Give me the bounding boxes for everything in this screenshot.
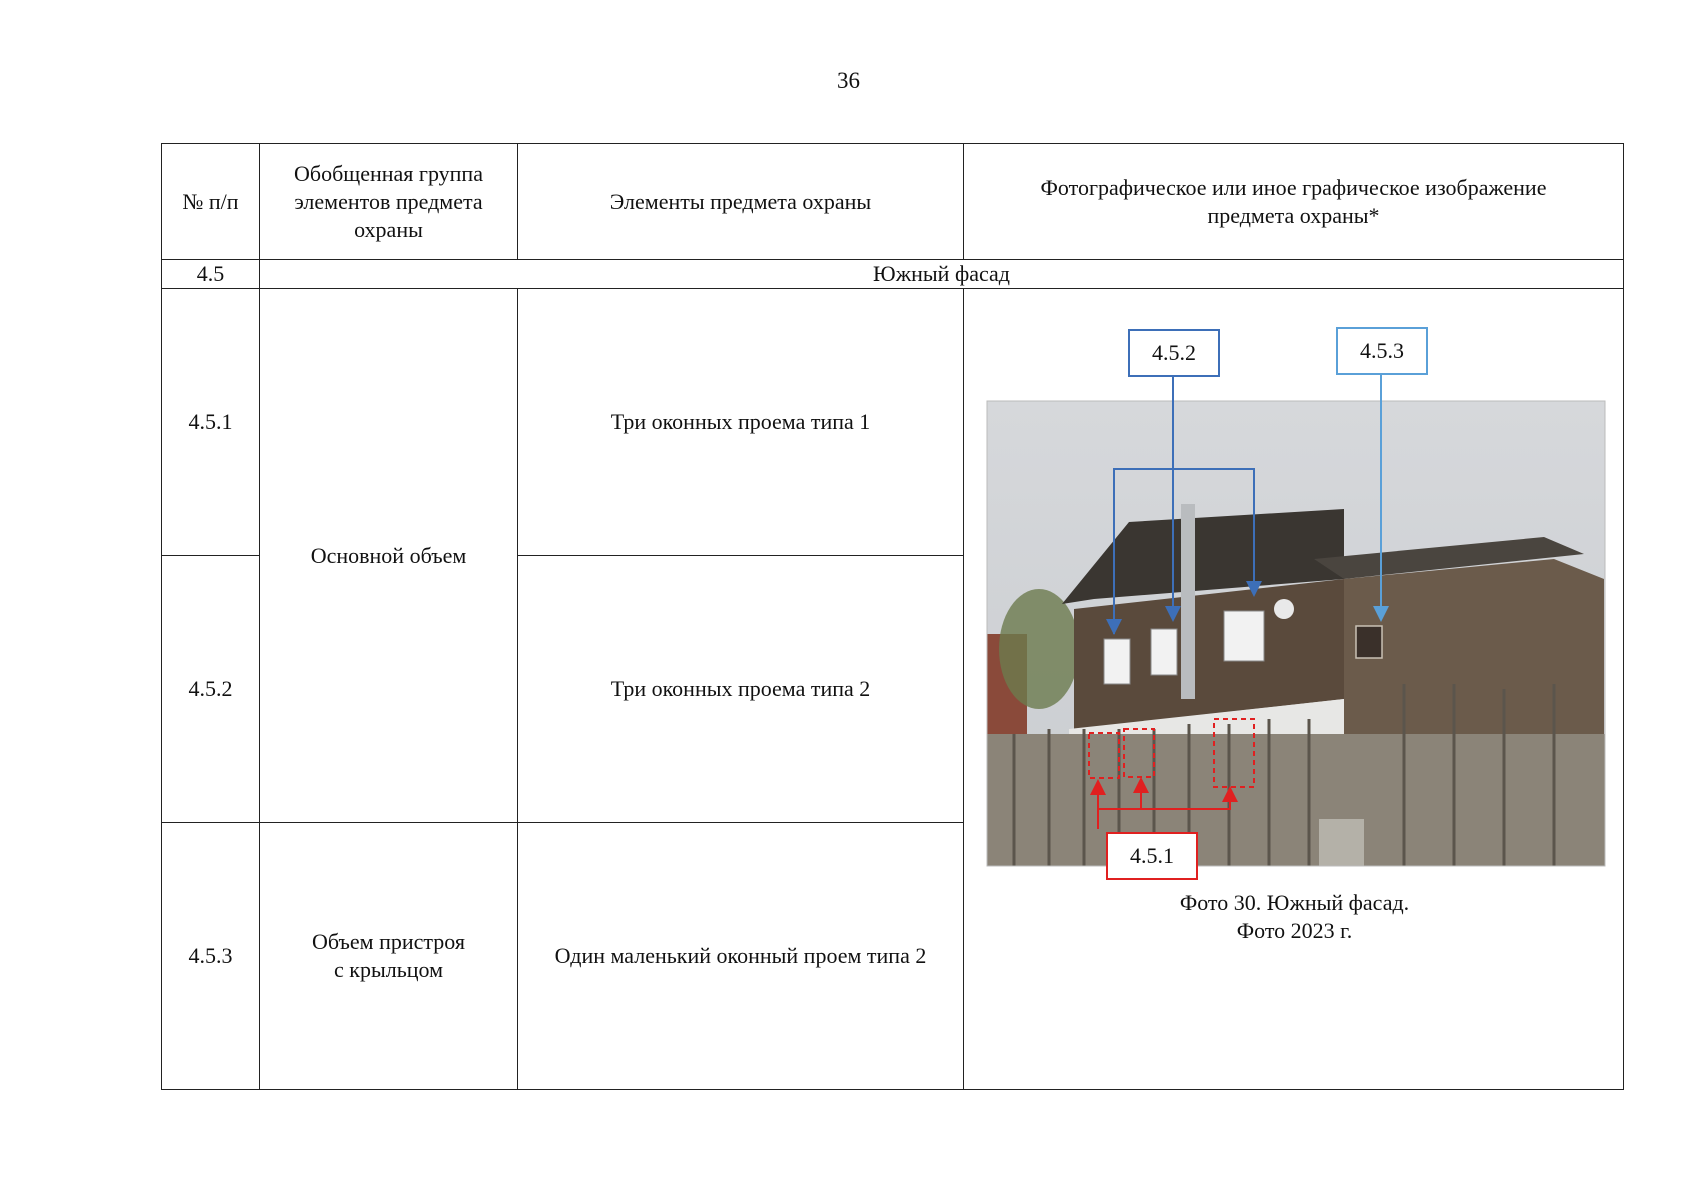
row-element: Три оконных проема типа 1 [517,288,964,556]
callout-marks-451 [1088,718,1255,829]
photo-caption: Фото 30. Южный фасад. Фото 2023 г. [964,889,1625,945]
row-element: Три оконных проема типа 2 [517,555,964,823]
callout-4-5-2: 4.5.2 [1128,329,1220,377]
photo-figure: 4.5.2 4.5.3 4.5.1 Фото 30. Южный фасад. … [964,289,1625,1086]
page-number: 36 [837,68,860,93]
header-group: Обобщенная группа элементов предмета охр… [259,143,518,260]
section-num: 4.5 [161,259,260,289]
table-row: 4.5.1 Основной объем Три оконных проема … [161,288,1624,1090]
header-num: № п/п [161,143,260,260]
header-row: № п/п Обобщенная группа элементов предме… [161,143,1624,260]
facade-photo [986,373,1606,867]
row-num: 4.5.3 [161,822,260,1090]
header-image: Фотографическое или иное графическое изо… [963,143,1624,260]
header-elements: Элементы предмета охраны [517,143,964,260]
row-group: Основной объем [259,288,518,823]
row-group: Объем пристроя с крыльцом [259,822,518,1090]
table-row: 4.5.2 Три оконных проема типа 2 [161,555,1624,823]
row-group-line-1: Объем пристроя [312,929,465,954]
table-row: 4.5.3 Объем пристроя с крыльцом Один мал… [161,822,1624,1090]
caption-line-2: Фото 2023 г. [1236,918,1353,943]
protection-table: № п/п Обобщенная группа элементов предме… [161,143,1624,1090]
callout-4-5-1: 4.5.1 [1106,832,1198,880]
row-group-line-2: с крыльцом [333,957,444,982]
callout-4-5-3: 4.5.3 [1336,327,1428,375]
caption-line-1: Фото 30. Южный фасад. [1179,890,1410,915]
row-num: 4.5.1 [161,288,260,556]
photo-image [986,400,1606,867]
row-num: 4.5.2 [161,555,260,823]
section-row: 4.5 Южный фасад [161,259,1624,289]
section-title: Южный фасад [259,259,1624,289]
callout-arrows-452 [1106,373,1262,635]
photo-cell: 4.5.2 4.5.3 4.5.1 Фото 30. Южный фасад. … [963,288,1625,1090]
row-element: Один маленький оконный проем типа 2 [517,822,964,1090]
